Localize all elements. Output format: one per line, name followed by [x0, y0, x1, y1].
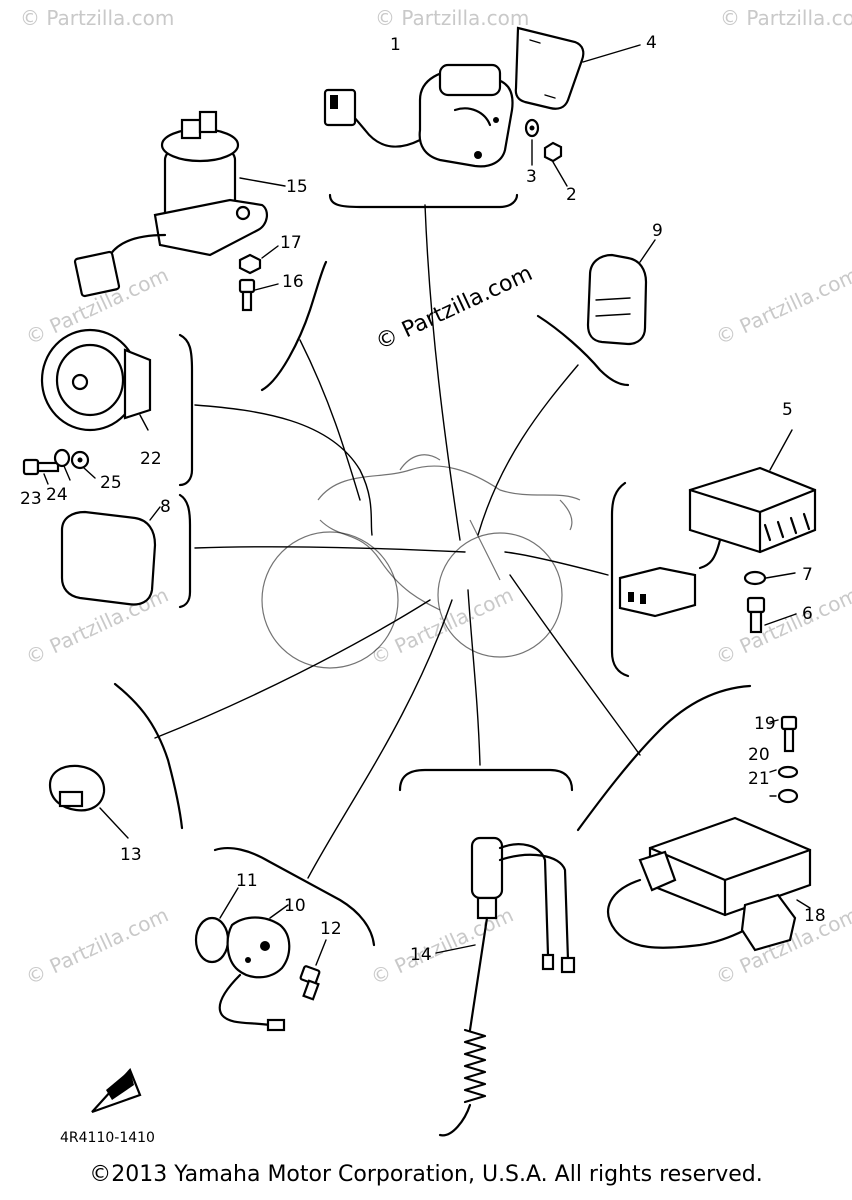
watermark-text: © Partzilla.com — [20, 6, 174, 30]
watermark-text: © Partzilla.com — [22, 903, 172, 990]
part-1-flasher-relay — [323, 63, 514, 168]
diagram-code: 4R4110-1410 — [60, 1130, 155, 1146]
callout-11: 11 — [236, 871, 258, 891]
watermark-text: © Partzilla.com — [712, 263, 852, 350]
callout-23: 23 — [20, 489, 42, 509]
callout-25: 25 — [100, 473, 122, 493]
parts-16-17-fasteners — [238, 245, 279, 312]
callout-21: 21 — [748, 769, 770, 789]
callout-15: 15 — [286, 177, 308, 197]
frame-sketch — [261, 454, 581, 669]
parts-6-7-fasteners — [743, 570, 797, 634]
callout-24: 24 — [46, 485, 68, 505]
parts-10-11-12-sensor — [194, 887, 327, 1032]
callout-17: 17 — [280, 233, 302, 253]
callout-5: 5 — [782, 400, 793, 420]
watermark-text: © Partzilla.com — [720, 6, 852, 30]
part-8-relay — [60, 506, 161, 606]
callout-3: 3 — [526, 167, 537, 187]
part-4-plate — [514, 26, 641, 110]
callout-labels: 1 2 3 4 5 6 7 8 9 10 11 12 13 14 15 16 1… — [20, 33, 826, 965]
part-18-cdi-unit — [607, 816, 812, 952]
callout-13: 13 — [120, 845, 142, 865]
copyright-notice: ©2013 Yamaha Motor Corporation, U.S.A. A… — [89, 1162, 763, 1187]
callout-10: 10 — [284, 896, 306, 916]
part-15-main-switch — [73, 110, 286, 298]
callout-6: 6 — [802, 604, 813, 624]
callout-14: 14 — [410, 945, 432, 965]
forward-arrow-icon — [91, 1067, 142, 1114]
part-9-relay — [586, 239, 656, 346]
group-brackets — [113, 193, 752, 947]
part-13-neutral-switch — [48, 764, 129, 839]
callout-16: 16 — [282, 272, 304, 292]
leader-lines — [154, 204, 641, 879]
callout-19: 19 — [754, 714, 776, 734]
callout-18: 18 — [804, 906, 826, 926]
part-5-regulator — [618, 429, 817, 618]
parts-23-24-25-fasteners — [22, 448, 96, 485]
part-22-horn — [40, 328, 152, 432]
parts-2-3-fasteners — [524, 118, 568, 187]
callout-12: 12 — [320, 919, 342, 939]
callout-9: 9 — [652, 221, 663, 241]
callout-2: 2 — [566, 185, 577, 205]
callout-22: 22 — [140, 449, 162, 469]
watermark-text: © Partzilla.com — [375, 6, 529, 30]
watermark-text: © Partzilla.com — [712, 583, 852, 670]
callout-7: 7 — [802, 565, 813, 585]
part-14-stop-switch — [435, 836, 576, 1137]
watermark-center-text: © Partzilla.com — [372, 261, 536, 355]
callout-8: 8 — [160, 497, 171, 517]
callout-20: 20 — [748, 745, 770, 765]
callout-4: 4 — [646, 33, 657, 53]
parts-19-20-21-fasteners — [769, 715, 799, 804]
callout-1: 1 — [390, 35, 401, 55]
